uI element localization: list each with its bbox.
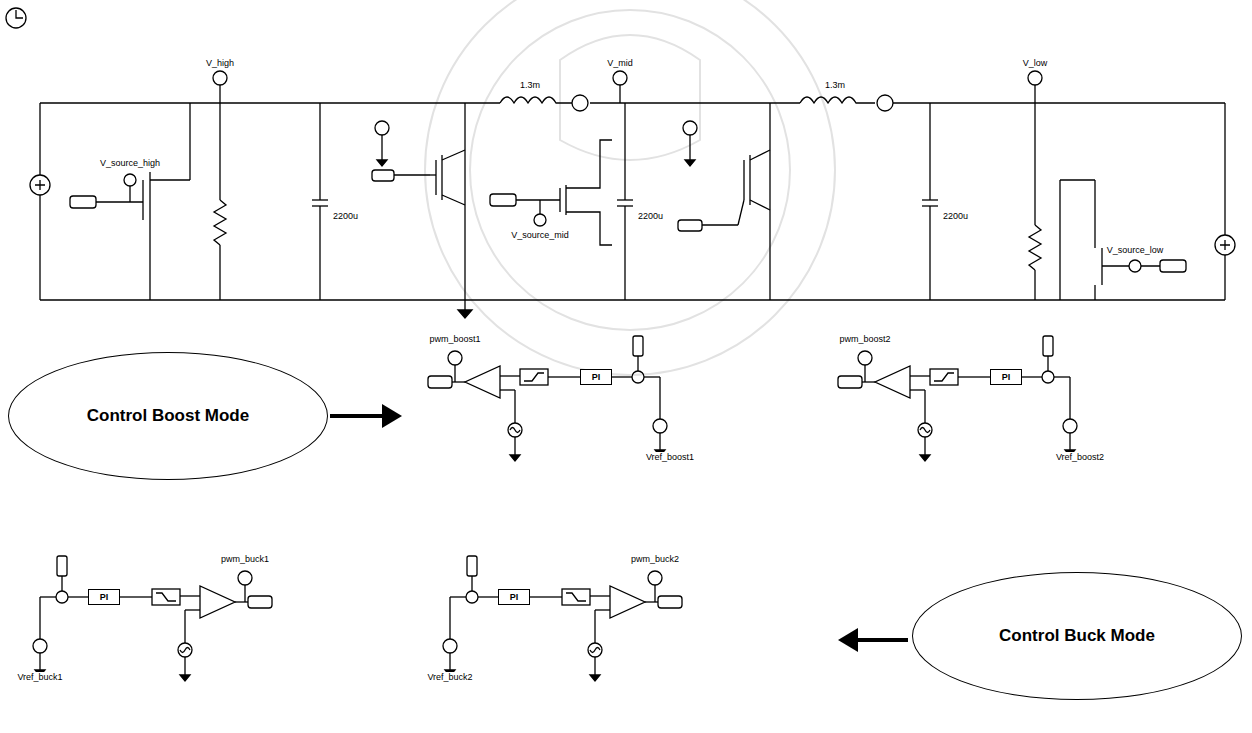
inductance-value: 1.3m [519, 80, 541, 91]
signal-name: pwm_buck2 [630, 554, 680, 565]
reference-name: Vref_buck1 [16, 672, 63, 683]
block-label: PI [100, 592, 109, 602]
reference-name: Vref_boost2 [1055, 452, 1105, 463]
signal-name: pwm_boost1 [428, 334, 481, 345]
reference-name: Vref_boost1 [645, 452, 695, 463]
probe-name: V_mid [606, 58, 634, 69]
probe-name: V_high [205, 58, 235, 69]
signal-name: V_source_high [99, 158, 161, 169]
pi-controller-box: PI [580, 369, 612, 385]
capacitance-value: 2200u [332, 211, 359, 222]
block-label: PI [1002, 372, 1011, 382]
pi-controller-box: PI [990, 369, 1022, 385]
mode-ellipse: Control Boost Mode [8, 352, 328, 480]
signal-name: pwm_buck1 [220, 554, 270, 565]
mode-title: Control Boost Mode [87, 406, 249, 426]
mode-title: Control Buck Mode [999, 626, 1155, 646]
signal-name: V_source_low [1106, 245, 1165, 256]
pi-controller-box: PI [88, 589, 120, 605]
capacitance-value: 2200u [942, 211, 969, 222]
pi-controller-box: PI [498, 589, 530, 605]
block-label: PI [592, 372, 601, 382]
probe-name: V_low [1022, 58, 1049, 69]
block-label: PI [510, 592, 519, 602]
capacitance-value: 2200u [637, 211, 664, 222]
mode-ellipse: Control Buck Mode [912, 572, 1242, 700]
signal-name: V_source_mid [510, 230, 570, 241]
signal-name: pwm_boost2 [838, 334, 891, 345]
reference-name: Vref_buck2 [426, 672, 473, 683]
inductance-value: 1.3m [824, 80, 846, 91]
